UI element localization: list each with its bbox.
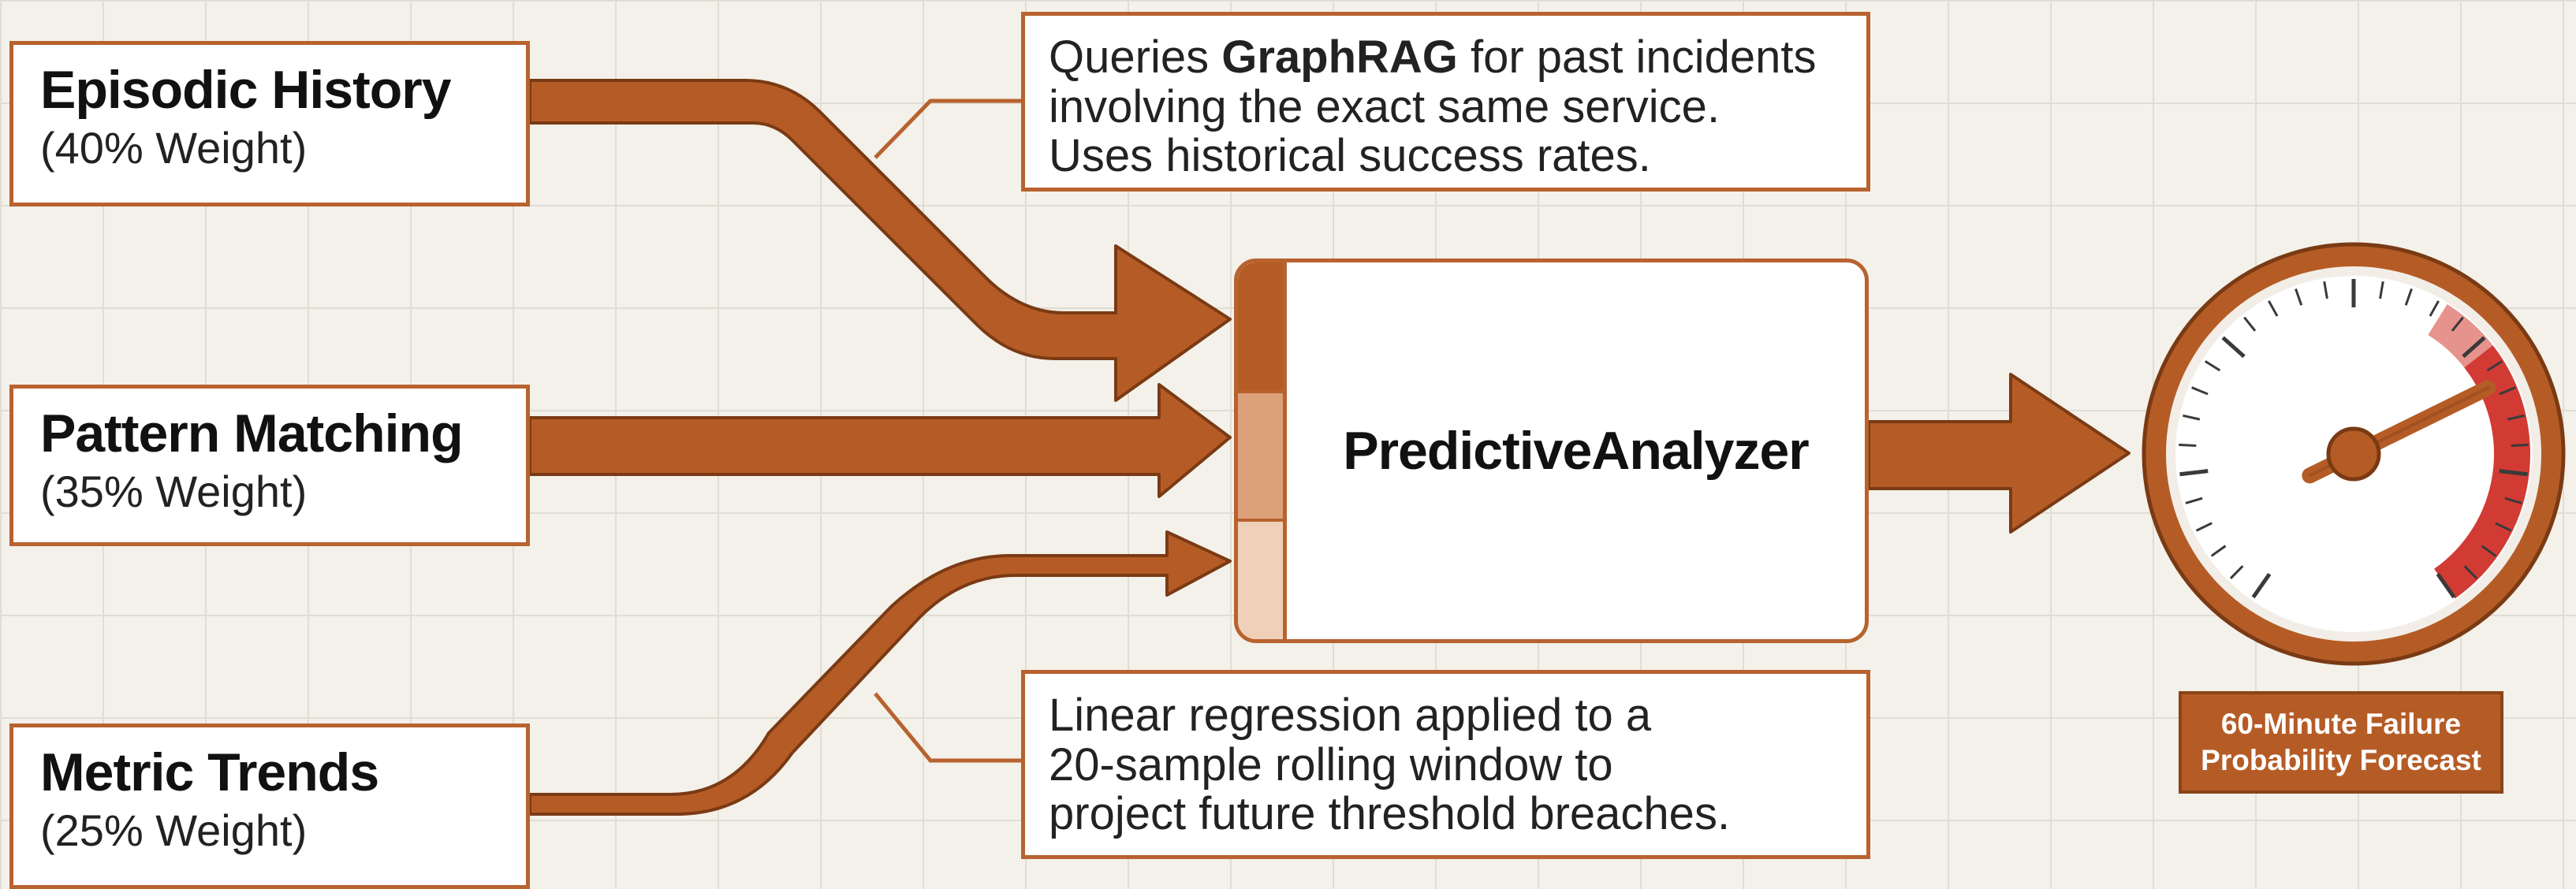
gauge-tick (2191, 386, 2209, 396)
note-leader-top (874, 99, 1023, 159)
note-line: Queries GraphRAG for past incidents (1049, 32, 1843, 83)
note-line: project future threshold breaches. (1049, 788, 1731, 840)
note-text: Queries (1049, 32, 1222, 83)
gauge-tick (2436, 572, 2456, 599)
gauge-tick (2463, 565, 2478, 579)
gauge-tick (2323, 281, 2328, 299)
forecast-label-line: Probability Forecast (2201, 744, 2481, 776)
gauge-tick (2295, 288, 2303, 306)
gauge-tick (2451, 316, 2464, 332)
gauge-tick (2495, 522, 2512, 532)
gauge-tick (2511, 443, 2529, 448)
output-arrow (1867, 373, 2131, 534)
gauge-tick (2462, 336, 2486, 359)
gauge-icon (2142, 242, 2566, 666)
predictive-analyzer-box: PredictiveAnalyzer (1234, 259, 1869, 643)
note-line: Linear regression applied to a (1049, 690, 1652, 741)
gauge-tick (2204, 360, 2221, 372)
note-graphrag: Queries GraphRAG for past incidents invo… (1021, 12, 1870, 192)
gauge-tick (2179, 443, 2197, 448)
input-title: Pattern Matching (40, 404, 464, 463)
input-weight: (25% Weight) (40, 805, 308, 856)
input-episodic-history: Episodic History (40% Weight) (9, 41, 530, 206)
input-pattern-matching: Pattern Matching (35% Weight) (9, 385, 530, 546)
note-line: 20-sample rolling window to (1049, 738, 1613, 790)
flow-arrow-episodic-history (528, 79, 1232, 402)
note-linear-regression: Linear regression applied to a 20-sample… (1021, 670, 1870, 859)
gauge-tick (2185, 497, 2203, 504)
gauge-tick (2499, 386, 2516, 396)
input-title: Metric Trends (40, 742, 379, 802)
gauge-tick (2210, 545, 2227, 557)
note-line: Uses historical success rates. (1049, 130, 1651, 182)
gauge-tick (2499, 469, 2528, 477)
flow-arrow-metric-trends (528, 530, 1232, 816)
gauge-tick (2268, 300, 2279, 317)
analyzer-segment-pattern (1238, 390, 1287, 519)
input-weight: (35% Weight) (40, 467, 308, 517)
gauge-tick (2251, 572, 2272, 599)
forecast-label-line: 60-Minute Failure (2220, 707, 2462, 740)
flow-arrow-pattern-matching (528, 383, 1232, 498)
gauge-tick (2481, 545, 2497, 557)
gauge-tick (2404, 288, 2413, 306)
gauge-tick (2507, 414, 2525, 421)
gauge-tick (2179, 469, 2209, 477)
forecast-label-badge: 60-Minute Failure Probability Forecast (2179, 691, 2503, 794)
gauge-warning-zone (2428, 304, 2493, 368)
gauge-tick (2429, 300, 2440, 317)
gauge-tick (2183, 414, 2201, 421)
note-leader-bottom (874, 692, 1023, 763)
gauge-tick (2229, 565, 2244, 579)
gauge-danger-zone (2434, 345, 2531, 599)
gauge-tick (2243, 316, 2257, 332)
input-weight: (40% Weight) (40, 123, 308, 173)
note-text: for past incidents (1457, 32, 1817, 83)
gauge-tick (2195, 522, 2213, 532)
gauge-tick (2486, 360, 2503, 372)
analyzer-segment-episodic (1238, 262, 1287, 390)
input-title: Episodic History (40, 60, 452, 120)
gauge-tick (2504, 497, 2522, 504)
gauge-tick (2221, 336, 2246, 359)
note-line: involving the exact same service. (1049, 80, 1720, 132)
gauge-tick (2379, 281, 2384, 299)
analyzer-segment-trends (1238, 519, 1287, 639)
gauge-ticks (2179, 279, 2529, 599)
input-metric-trends: Metric Trends (25% Weight) (9, 723, 530, 889)
gauge-hub (2326, 426, 2381, 482)
analyzer-label: PredictiveAnalyzer (1343, 421, 1810, 481)
note-emphasis: GraphRAG (1221, 32, 1458, 83)
